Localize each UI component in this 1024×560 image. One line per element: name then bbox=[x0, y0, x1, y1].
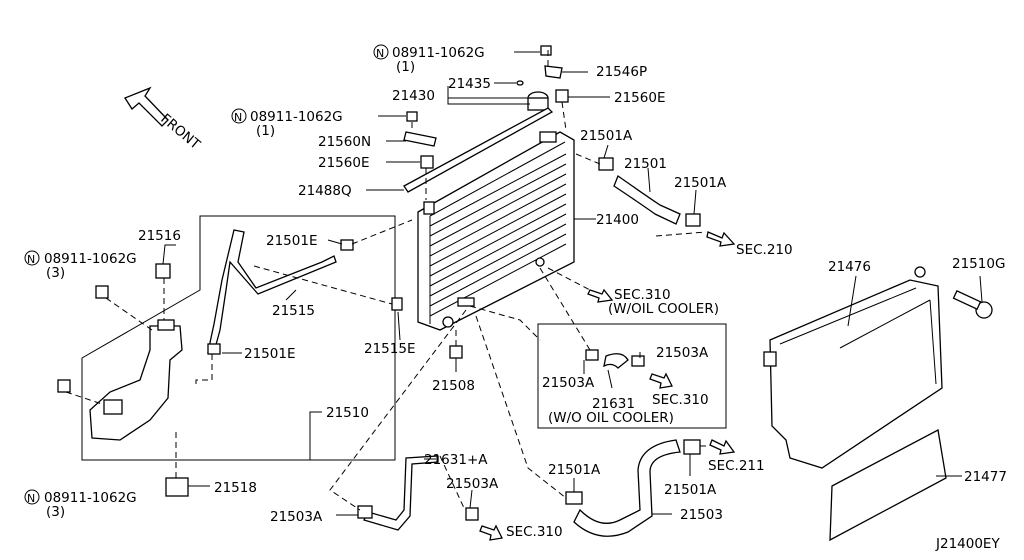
nut-symbol-mid: N bbox=[231, 108, 247, 124]
upper-hose bbox=[598, 157, 701, 227]
clip-21501E-bottom bbox=[207, 343, 221, 355]
sec210-arrow-icon bbox=[706, 231, 736, 247]
label-nut-mid-qty: (1) bbox=[256, 123, 275, 139]
svg-text:N: N bbox=[234, 111, 242, 124]
cap-21516 bbox=[155, 263, 171, 279]
clip-21515E bbox=[391, 297, 403, 311]
label-21501A-top: 21501A bbox=[580, 128, 633, 144]
label-21501E-top: 21501E bbox=[266, 233, 317, 249]
sec310-box-arrow-icon bbox=[649, 372, 673, 389]
label-nut-top-qty: (1) bbox=[396, 59, 415, 75]
bracket-21518 bbox=[165, 477, 189, 497]
svg-text:N: N bbox=[27, 253, 35, 266]
label-21546P: 21546P bbox=[596, 64, 647, 80]
clip-21501E-top bbox=[340, 239, 354, 251]
fan-shroud bbox=[763, 266, 943, 469]
label-21400: 21400 bbox=[596, 212, 639, 228]
nut-symbol-left: N bbox=[24, 250, 40, 266]
label-21510G: 21510G bbox=[952, 256, 1005, 272]
seal-strip bbox=[403, 107, 554, 193]
label-21631: 21631 bbox=[592, 396, 635, 412]
label-nut-top-part: 08911-1062G bbox=[392, 45, 485, 61]
nut-bottom bbox=[57, 379, 71, 393]
label-21501E-bottom: 21501E bbox=[244, 346, 295, 362]
bracket-21560N bbox=[403, 131, 437, 147]
lower-hose bbox=[565, 439, 701, 537]
radiator-cap bbox=[516, 80, 549, 111]
front-label: FRONT bbox=[157, 111, 203, 153]
reservoir-hose bbox=[207, 229, 337, 353]
reservoir-box bbox=[81, 215, 396, 461]
grommet-21560E-top bbox=[555, 89, 569, 103]
nut-symbol-bottom: N bbox=[24, 489, 40, 505]
shroud-lower-21477 bbox=[829, 429, 947, 542]
nut-mid bbox=[406, 111, 418, 122]
label-21430: 21430 bbox=[392, 88, 435, 104]
label-21503A-left: 21503A bbox=[270, 509, 323, 525]
label-nut-bottom-qty: (3) bbox=[46, 504, 65, 520]
label-21503A-box-left: 21503A bbox=[542, 375, 595, 391]
label-21518: 21518 bbox=[214, 480, 257, 496]
label-nut-left-qty: (3) bbox=[46, 265, 65, 281]
label-sec211: SEC.211 bbox=[708, 458, 765, 474]
label-21510: 21510 bbox=[326, 405, 369, 421]
clip-21503A-left bbox=[357, 505, 373, 519]
sec310-bottom-arrow-icon bbox=[479, 524, 503, 541]
label-21501A-bottom-left: 21501A bbox=[548, 462, 601, 478]
label-21515E: 21515E bbox=[364, 341, 415, 357]
label-21477: 21477 bbox=[964, 469, 1007, 485]
clip-21503A-mid bbox=[465, 507, 479, 521]
label-sec310-bottom: SEC.310 bbox=[506, 524, 563, 540]
leader-lines bbox=[162, 51, 983, 516]
bracket-21546P bbox=[544, 65, 563, 79]
label-sec310-box: SEC.310 bbox=[652, 392, 709, 408]
oil-cooler-hose-21631 bbox=[585, 349, 645, 369]
label-21516: 21516 bbox=[138, 228, 181, 244]
sec211-arrow-icon bbox=[709, 439, 736, 455]
label-21476: 21476 bbox=[828, 259, 871, 275]
label-21501A-right: 21501A bbox=[674, 175, 727, 191]
label-21560N: 21560N bbox=[318, 134, 371, 150]
grommet-21560E-mid bbox=[420, 155, 434, 169]
bolt-21510G bbox=[952, 290, 993, 319]
without-oil-cooler-box bbox=[537, 323, 727, 429]
label-21560E-mid: 21560E bbox=[318, 155, 369, 171]
label-21503A-mid: 21503A bbox=[446, 476, 499, 492]
label-21515: 21515 bbox=[272, 303, 315, 319]
label-sec210: SEC.210 bbox=[736, 242, 793, 258]
label-21435: 21435 bbox=[448, 76, 491, 92]
drain-21508 bbox=[449, 345, 463, 359]
nut-left bbox=[95, 285, 109, 299]
label-21488Q: 21488Q bbox=[298, 183, 352, 199]
svg-text:N: N bbox=[376, 47, 384, 60]
label-21508: 21508 bbox=[432, 378, 475, 394]
sec310-oil-arrow-icon bbox=[587, 288, 614, 303]
installation-lines bbox=[65, 50, 710, 511]
label-21501: 21501 bbox=[624, 156, 667, 172]
label-nut-left-part: 08911-1062G bbox=[44, 251, 137, 267]
part-labels: 08911-1062G (1) 21546P 21435 21430 21560… bbox=[44, 45, 1007, 552]
label-without-oil-cooler: (W/O OIL COOLER) bbox=[548, 410, 674, 426]
label-21503A-box-right: 21503A bbox=[656, 345, 709, 361]
label-21631A: 21631+A bbox=[424, 452, 488, 468]
svg-text:N: N bbox=[27, 492, 35, 505]
label-sec310-oil: SEC.310 bbox=[614, 287, 671, 303]
diagram-code: J21400EY bbox=[935, 536, 1000, 552]
label-21501A-bottom-right: 21501A bbox=[664, 482, 717, 498]
label-21560E-top: 21560E bbox=[614, 90, 665, 106]
label-nut-bottom-part: 08911-1062G bbox=[44, 490, 137, 506]
label-21503: 21503 bbox=[680, 507, 723, 523]
radiator-core bbox=[417, 131, 575, 331]
nut-top bbox=[540, 45, 552, 56]
label-with-oil-cooler: (W/OIL COOLER) bbox=[608, 301, 719, 317]
label-nut-mid-part: 08911-1062G bbox=[250, 109, 343, 125]
reservoir-tank bbox=[89, 319, 183, 441]
front-arrow-icon bbox=[124, 86, 169, 127]
oil-cooler-hose-21631A bbox=[363, 455, 439, 531]
nut-symbol-top: N bbox=[373, 44, 389, 60]
